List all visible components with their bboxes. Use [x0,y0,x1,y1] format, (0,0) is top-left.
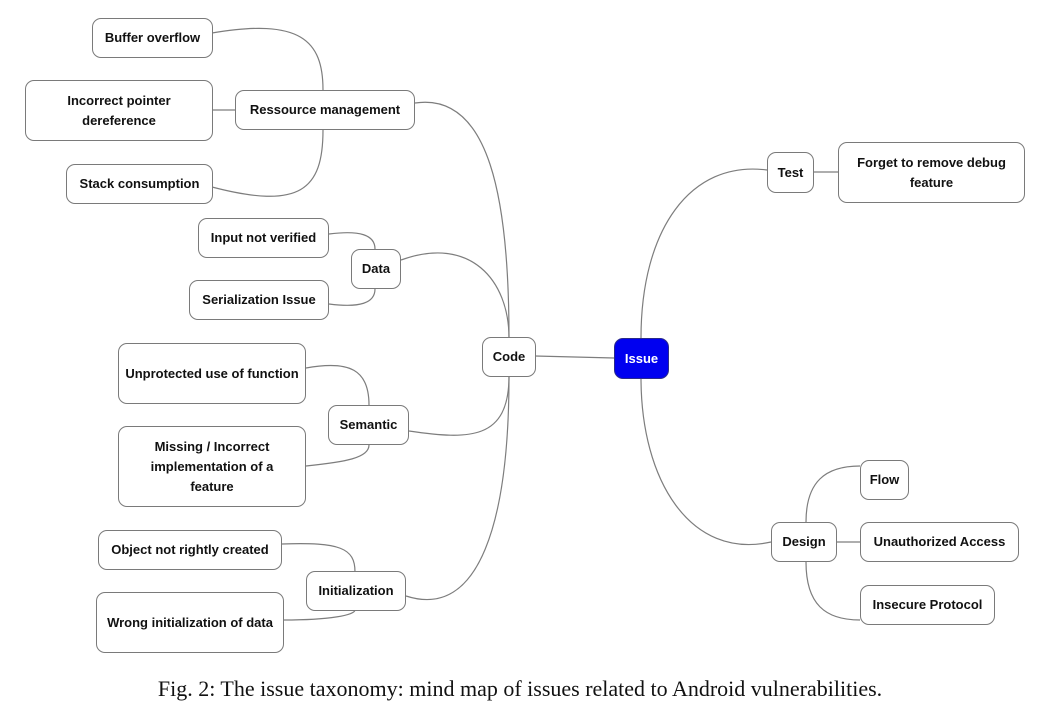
edge-init-object [281,543,356,573]
edge-design-flow [805,465,861,523]
node-missing-incorrect-implementation: Missing / Incorrect implementation of a … [118,426,306,507]
mind-map-edges [211,27,861,621]
edge-design-insecure [805,561,861,621]
edge-code-initialization [405,375,510,601]
node-serialization-issue: Serialization Issue [189,280,329,320]
node-design: Design [771,522,837,562]
node-stack-consumption: Stack consumption [66,164,213,204]
node-unauthorized-access: Unauthorized Access [860,522,1019,562]
edge-issue-design [640,377,772,546]
edge-issue-test [640,168,768,339]
node-forget-to-remove-debug-feature: Forget to remove debug feature [838,142,1025,203]
edge-semantic-missing [305,444,370,467]
edge-code-ressource [414,101,510,339]
node-initialization: Initialization [306,571,406,611]
node-input-not-verified: Input not verified [198,218,329,258]
node-semantic: Semantic [328,405,409,445]
edge-ressource-stack [211,129,324,197]
node-buffer-overflow: Buffer overflow [92,18,213,58]
edge-code-semantic [408,375,510,436]
edge-data-serialization [328,288,376,306]
node-wrong-initialization-of-data: Wrong initialization of data [96,592,284,653]
root-node-issue: Issue [614,338,669,379]
node-code: Code [482,337,536,377]
node-test: Test [767,152,814,193]
node-ressource-management: Ressource management [235,90,415,130]
edge-data-input [328,232,376,250]
node-unprotected-use-of-function: Unprotected use of function [118,343,306,404]
edge-init-wrong [283,609,356,621]
node-insecure-protocol: Insecure Protocol [860,585,995,625]
edge-code-data [400,252,510,339]
edge-semantic-unprotected [305,364,370,406]
edge-issue-code [534,355,615,359]
mind-map: Issue Code Ressource management Buffer o… [25,18,1025,653]
edge-ressource-buffer [211,27,324,91]
figure-caption: Fig. 2: The issue taxonomy: mind map of … [157,676,883,701]
node-data: Data [351,249,401,289]
node-object-not-rightly-created: Object not rightly created [98,530,282,570]
node-flow: Flow [860,460,909,500]
node-incorrect-pointer-dereference: Incorrect pointer dereference [25,80,213,141]
